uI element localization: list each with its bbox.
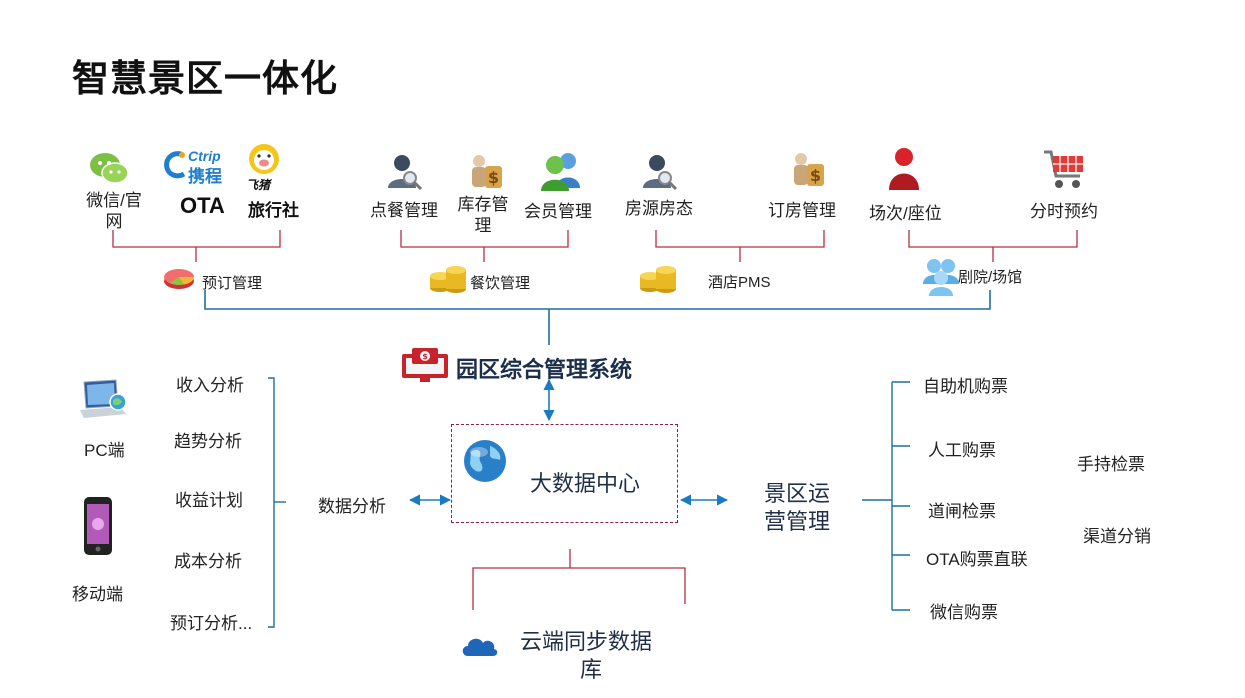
wechat-icon bbox=[90, 153, 129, 184]
dining-summary: 餐饮管理 bbox=[470, 275, 531, 292]
bracket-hotel bbox=[655, 230, 825, 248]
members-icon bbox=[541, 153, 580, 191]
bracket-theater bbox=[908, 230, 1078, 248]
analysis-bracket bbox=[268, 377, 286, 628]
ops-extra-distribution: 渠道分销 bbox=[1083, 527, 1151, 546]
money-man-icon: $ bbox=[472, 155, 502, 188]
cloud-bracket bbox=[472, 549, 686, 610]
top-brackets bbox=[112, 230, 1078, 262]
user-search-icon bbox=[388, 155, 423, 191]
analysis-item-booking: 预订分析... bbox=[170, 614, 253, 633]
bracket-booking bbox=[112, 230, 281, 248]
big-data-center-label: 大数据中心 bbox=[530, 471, 641, 496]
hotel-summary: 酒店PMS bbox=[708, 274, 771, 291]
ctrip-logo: Ctrip 携程 bbox=[163, 148, 241, 186]
gold-coins-icon bbox=[640, 266, 676, 293]
gold-coins-icon bbox=[430, 266, 466, 293]
globe-icon bbox=[464, 440, 506, 482]
user-search-icon bbox=[643, 155, 678, 191]
dining-item-inventory: 库存管理 bbox=[457, 195, 509, 235]
analysis-item-revenue-plan: 收益计划 bbox=[175, 491, 243, 510]
analysis-item-income: 收入分析 bbox=[176, 376, 244, 395]
booking-item-ota: OTA bbox=[180, 193, 225, 218]
cloud-icon bbox=[462, 638, 498, 656]
money-man-icon: $ bbox=[794, 153, 824, 186]
cloud-db-label-line1: 云端同步数据 bbox=[520, 629, 653, 654]
analysis-item-cost: 成本分析 bbox=[174, 552, 242, 571]
ops-extra-handheld: 手持检票 bbox=[1077, 455, 1145, 474]
ops-item-kiosk: 自助机购票 bbox=[923, 377, 1008, 396]
analysis-item-trend: 趋势分析 bbox=[174, 432, 242, 451]
mobile-phone-icon bbox=[84, 497, 112, 555]
booking-item-travel-agency: 旅行社 bbox=[248, 201, 299, 220]
theater-item-timed-booking: 分时预约 bbox=[1030, 202, 1098, 221]
fliggy-logo: 飞猪 bbox=[244, 142, 286, 194]
hotel-item-booking: 订房管理 bbox=[768, 201, 836, 220]
ops-item-gate: 道闸检票 bbox=[928, 502, 996, 521]
booking-item-wechat-web: 微信/官网 bbox=[86, 191, 142, 231]
hotel-item-room-status: 房源房态 bbox=[625, 199, 693, 218]
theater-summary: 剧院/场馆 bbox=[958, 269, 1023, 286]
laptop-icon bbox=[80, 379, 127, 418]
ops-item-wechat: 微信购票 bbox=[930, 603, 998, 622]
pie-chart-icon bbox=[164, 269, 194, 289]
svg-text:$: $ bbox=[422, 352, 428, 361]
cloud-db-label-line2: 库 bbox=[580, 657, 603, 682]
dining-item-members: 会员管理 bbox=[524, 202, 592, 221]
page-title: 智慧景区一体化 bbox=[72, 58, 338, 99]
person-red-icon bbox=[889, 148, 919, 190]
device-pc: PC端 bbox=[84, 441, 125, 460]
svg-text:$: $ bbox=[810, 166, 821, 185]
operations-label-line1: 景区运 bbox=[764, 481, 831, 506]
people-group-icon bbox=[923, 259, 959, 296]
dining-item-ordering: 点餐管理 bbox=[370, 201, 438, 220]
monitor-money-icon: $ bbox=[402, 348, 448, 382]
big-data-center bbox=[451, 424, 678, 523]
hub-system-label: 园区综合管理系统 bbox=[456, 357, 633, 382]
data-analysis-label: 数据分析 bbox=[318, 497, 386, 516]
shopping-cart-icon bbox=[1044, 150, 1083, 188]
svg-text:$: $ bbox=[488, 168, 499, 187]
booking-summary: 预订管理 bbox=[202, 275, 263, 292]
theater-item-sessions: 场次/座位 bbox=[869, 204, 942, 223]
operations-label-line2: 营管理 bbox=[764, 509, 831, 534]
device-mobile: 移动端 bbox=[72, 585, 123, 604]
operations-tree bbox=[862, 381, 910, 611]
system-bus bbox=[204, 290, 991, 345]
ops-item-counter: 人工购票 bbox=[928, 441, 996, 460]
ops-item-ota-direct: OTA购票直联 bbox=[926, 550, 1028, 569]
